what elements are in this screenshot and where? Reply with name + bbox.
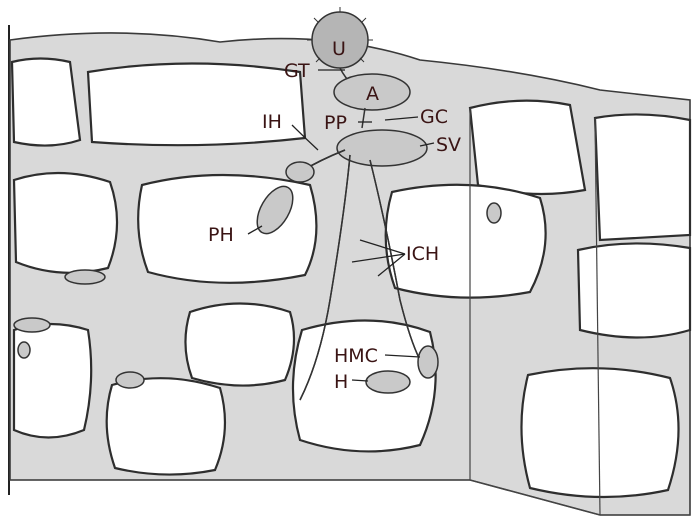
mesophyll-cell-4 xyxy=(578,243,690,337)
label-ih: IH xyxy=(262,111,282,133)
label-ich: ICH xyxy=(406,243,439,265)
haustorial-mother-cell xyxy=(418,346,438,378)
label-gc: GC xyxy=(420,106,448,128)
label-u: U xyxy=(332,38,346,60)
small-haustorium-2 xyxy=(65,270,105,284)
mesophyll-cell-7 xyxy=(293,320,436,451)
label-a: A xyxy=(366,83,379,105)
epidermis-cell-3 xyxy=(470,101,585,194)
small-haustorium-3 xyxy=(14,318,50,332)
small-haustorium-5 xyxy=(116,372,144,388)
haustorium xyxy=(366,371,410,393)
epidermis-cell-1 xyxy=(12,59,80,146)
label-gt: GT xyxy=(284,60,310,82)
label-h: H xyxy=(334,371,348,393)
mesophyll-cell-6 xyxy=(185,304,294,386)
label-pp: PP xyxy=(324,112,347,134)
haustorial-mother-cell-1 xyxy=(286,162,314,182)
label-sv: SV xyxy=(436,134,461,156)
label-hmc: HMC xyxy=(334,345,378,367)
substomatal-vesicle xyxy=(337,130,427,166)
epidermis-cell-4 xyxy=(595,114,690,240)
label-ph: PH xyxy=(208,224,234,246)
mesophyll-cell-3 xyxy=(386,185,546,298)
small-haustorium-4 xyxy=(18,342,30,358)
mesophyll-cell-1 xyxy=(14,173,117,273)
small-haustorium-1 xyxy=(487,203,501,223)
mesophyll-cell-8 xyxy=(107,378,225,474)
mesophyll-cell-5 xyxy=(14,324,91,438)
